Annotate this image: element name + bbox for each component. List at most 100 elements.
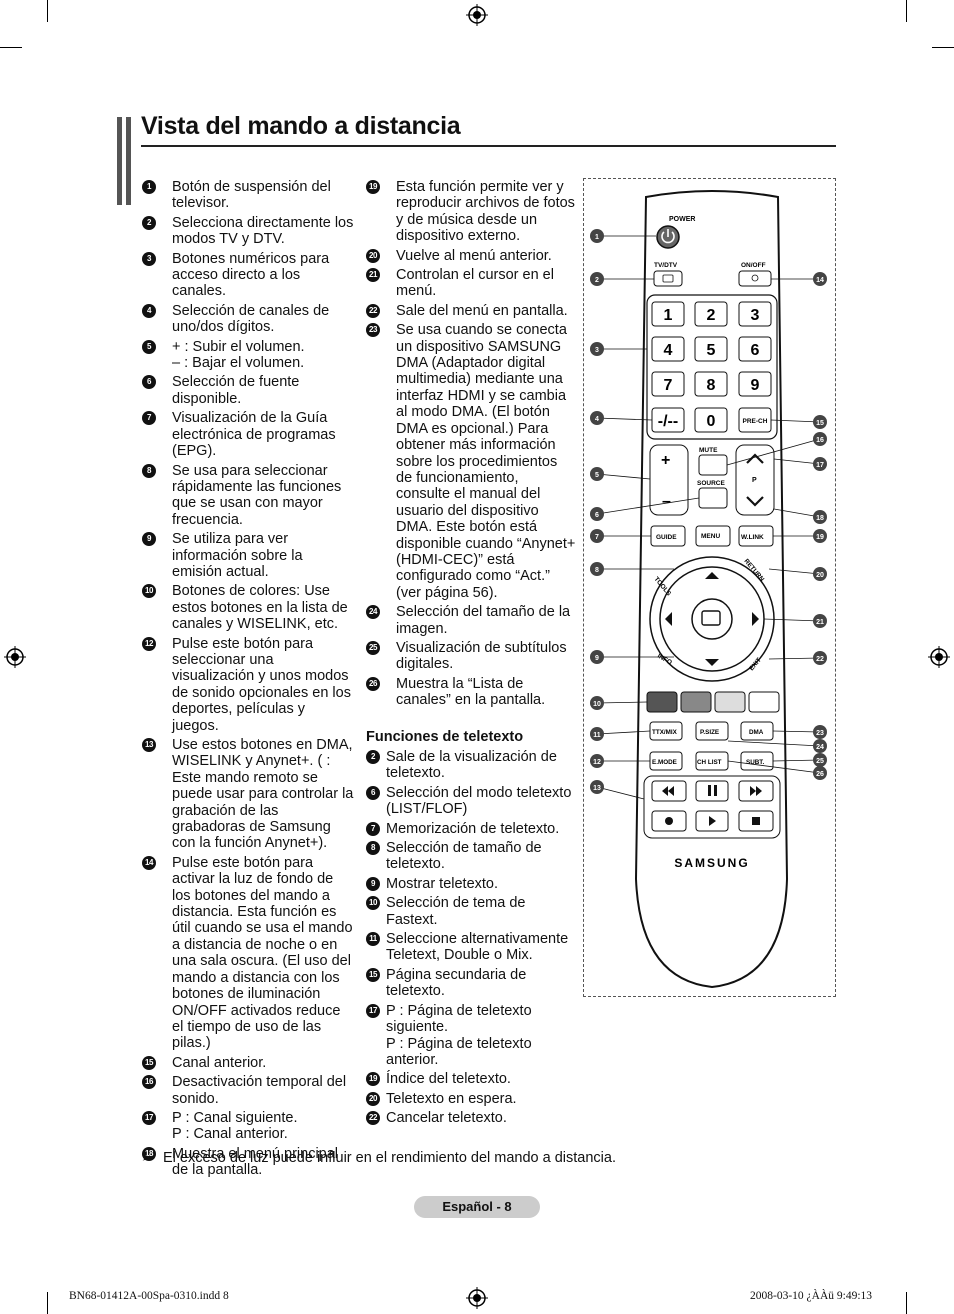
callout-label: 7 (595, 534, 599, 541)
list-item: 19 Esta función permite ver y reproducir … (366, 179, 576, 245)
item-text: P : Página de teletexto anterior. (386, 1035, 532, 1068)
item-text: Se usa cuando se conecta un dispositivo … (396, 322, 576, 601)
registration-mark-icon (466, 4, 488, 26)
list-item: 23 Se usa cuando se conecta un dispositiv… (366, 322, 576, 601)
item-text: Selección de tema de Fastext. (386, 895, 526, 928)
ttx-button: TTX/MIX (652, 729, 678, 736)
callout-marker (813, 739, 827, 753)
item-number-badge: 16 (142, 1075, 156, 1090)
item-number-badge: 21 (366, 268, 380, 283)
callout-markers: 1234567891011121314151617181920212223242… (590, 229, 827, 800)
callout-marker (590, 780, 604, 794)
note-arrow-icon: ➣ (141, 1150, 154, 1166)
number-key (738, 336, 772, 362)
callout-label: 9 (595, 655, 599, 662)
onoff-label: ON/OFF (741, 262, 766, 269)
item-number-badge: 12 (142, 636, 156, 651)
guide-button: GUIDE (656, 534, 677, 541)
psize-button: P.SIZE (700, 729, 719, 736)
item-number-badge: 10 (366, 896, 380, 911)
item-number-badge: 19 (366, 180, 380, 194)
callout-marker (590, 562, 604, 576)
callout-label: 15 (816, 420, 824, 427)
item-number-badge: 6 (366, 785, 380, 800)
item-text: Selección de tamaño de teletexto. (386, 840, 542, 873)
item-number-badge: 23 (366, 323, 380, 338)
callout-marker (590, 754, 604, 768)
item-text: Pulse este botón para seleccionar una vi… (172, 635, 351, 734)
callout-marker (590, 467, 604, 481)
svg-text:+: + (661, 452, 670, 469)
menu-button: MENU (701, 533, 720, 540)
callout-marker (590, 650, 604, 664)
number-key-label: 3 (751, 307, 760, 324)
list-item: 12 Pulse este botón para seleccionar una … (142, 636, 354, 734)
callout-marker (813, 614, 827, 628)
callout-label: 5 (595, 472, 599, 479)
title-rule (141, 145, 836, 147)
item-text: Botones de colores: Use estos botones en… (172, 583, 348, 633)
page-title: Vista del mando a distancia (141, 112, 461, 140)
callout-label: 18 (816, 515, 824, 522)
item-text: Visualización de la Guía electrónica de … (172, 410, 336, 460)
callout-marker (813, 457, 827, 471)
item-number-badge: 6 (142, 375, 156, 390)
number-key (694, 336, 728, 362)
item-text: – : Bajar el volumen. (172, 355, 305, 372)
power-label: POWER (669, 216, 695, 223)
page-number-badge: Español - 8 (414, 1196, 540, 1218)
callout-label: 23 (816, 730, 824, 737)
item-text: P : Canal siguiente. (172, 1109, 298, 1126)
callout-marker (813, 510, 827, 524)
number-key (651, 336, 685, 362)
tvdtv-button (653, 270, 683, 287)
samsung-logo: SAMSUNG (674, 856, 749, 870)
item-number-badge: 17 (142, 1110, 156, 1125)
item-text: + : Subir el volumen. (172, 338, 305, 355)
callout-label: 19 (816, 534, 824, 541)
item-number-badge: 2 (366, 750, 380, 764)
item-number-badge: 17 (366, 1003, 380, 1018)
callout-label: 12 (593, 759, 601, 766)
number-key-label: 5 (707, 342, 716, 359)
callout-marker (813, 272, 827, 286)
item-number-badge: 8 (366, 841, 380, 856)
svg-text:–: – (662, 493, 671, 510)
callout-marker (590, 696, 604, 710)
crop-mark (0, 47, 22, 48)
item-text: Se utiliza para ver información sobre la… (172, 531, 303, 580)
callout-marker (590, 529, 604, 543)
column-2-list: 19 Esta función permite ver y reproducir … (366, 179, 576, 709)
item-number-badge: 11 (366, 932, 380, 947)
item-number-badge: 1 (142, 180, 156, 194)
dash-label: -/-- (658, 413, 678, 430)
item-text: Página secundaria de teletexto. (386, 966, 527, 1000)
item-number-badge: 8 (142, 463, 156, 478)
callout-marker (813, 651, 827, 665)
number-key-label: 2 (707, 307, 716, 324)
callout-marker (590, 727, 604, 741)
item-text: Esta función permite ver y reproducir ar… (396, 179, 575, 245)
number-key (651, 301, 685, 327)
p-label: P (752, 477, 757, 484)
callout-label: 11 (593, 732, 601, 739)
crop-mark (932, 47, 954, 48)
number-key (694, 371, 728, 397)
callout-label: 1 (595, 234, 599, 241)
